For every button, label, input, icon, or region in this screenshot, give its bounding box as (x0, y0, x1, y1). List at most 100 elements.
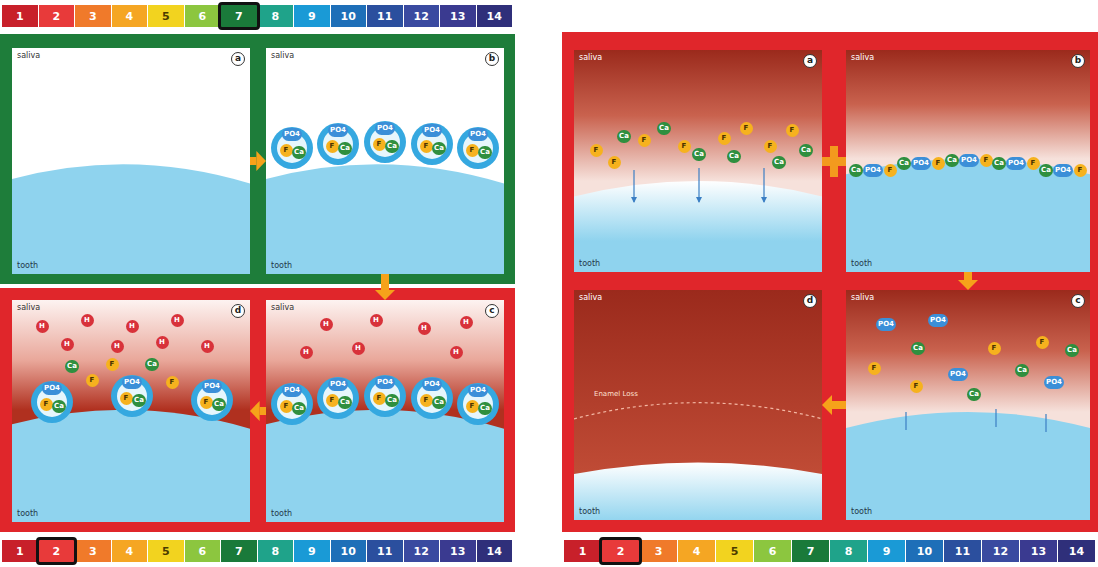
saliva-area (574, 50, 822, 272)
ph-cell: 10 (331, 540, 367, 562)
arrow-shaft (964, 272, 972, 280)
phosphate-ion: PO4 (911, 157, 931, 170)
flow-arrow (250, 401, 266, 421)
saliva-label: saliva (17, 51, 40, 61)
saliva-area (266, 48, 504, 274)
phosphate-ion: PO4 (42, 382, 62, 395)
fluoride-ion: F (884, 164, 897, 177)
ph-cell: 4 (678, 540, 715, 562)
apatite-ring (364, 121, 406, 163)
arrow-head (256, 151, 266, 171)
calcium-ion: Ca (799, 144, 813, 157)
saliva-area (574, 290, 822, 520)
arrow-shaft (260, 407, 266, 415)
apatite-ring (411, 123, 453, 165)
fluoride-ion: F (910, 380, 923, 393)
ph-highlight (218, 2, 260, 30)
calcium-ion: Ca (338, 142, 352, 155)
phosphate-ion: PO4 (282, 128, 302, 141)
saliva-area (12, 48, 250, 274)
hydrogen-ion: H (201, 340, 214, 353)
ph-cell: 8 (830, 540, 867, 562)
original-surface-line (574, 403, 822, 419)
tooth-label: tooth (271, 509, 292, 519)
ph-highlight (599, 537, 642, 565)
panel: csalivatoothHHHHHHHFCaPO4FCaPO4FCaPO4FCa… (266, 300, 504, 522)
ph-cell: 11 (944, 540, 981, 562)
ph-cell: 3 (75, 540, 111, 562)
hydrogen-ion: H (61, 338, 74, 351)
panel-letter: a (803, 54, 817, 68)
calcium-ion: Ca (657, 122, 671, 135)
tooth-label: tooth (271, 261, 292, 271)
ph-cell: 7 (792, 540, 829, 562)
calcium-ion: Ca (52, 400, 66, 413)
fluoride-ion: F (1027, 157, 1040, 170)
ph-cell: 9 (294, 5, 330, 27)
ph-cell: 2 (39, 5, 75, 27)
ph-cell: 8 (258, 5, 294, 27)
panel-illustration (12, 300, 250, 522)
calcium-ion: Ca (338, 396, 352, 409)
hydrogen-ion: H (156, 336, 169, 349)
ph-cell: 2 (602, 540, 639, 562)
phosphate-ion: PO4 (202, 380, 222, 393)
hydrogen-ion: H (450, 346, 463, 359)
arrow-shaft (832, 401, 846, 409)
calcium-ion: Ca (849, 164, 863, 177)
calcium-ion: Ca (897, 157, 911, 170)
calcium-ion: Ca (212, 398, 226, 411)
saliva-area (266, 300, 504, 522)
phosphate-ion: PO4 (282, 384, 302, 397)
fluoride-ion: F (740, 122, 753, 135)
calcium-ion: Ca (385, 140, 399, 153)
flow-arrow (958, 272, 978, 290)
fluoride-ion: F (120, 392, 133, 405)
fluoride-ion: F (106, 358, 119, 371)
phosphate-ion: PO4 (328, 378, 348, 391)
tooth-label: tooth (579, 259, 600, 269)
ph-cell: 12 (982, 540, 1019, 562)
fluoride-ion: F (326, 394, 339, 407)
fluoride-ion: F (718, 132, 731, 145)
flow-arrow (375, 274, 395, 300)
panel: dsalivaEnamel Losstooth (574, 290, 822, 520)
panel-letter: b (485, 52, 499, 66)
fluoride-ion: F (786, 124, 799, 137)
ph-cell: 10 (906, 540, 943, 562)
enamel-loss-label: Enamel Loss (594, 390, 638, 399)
hydrogen-ion: H (81, 314, 94, 327)
phosphate-ion: PO4 (1006, 157, 1026, 170)
fluoride-ion: F (166, 376, 179, 389)
calcium-ion: Ca (1039, 164, 1053, 177)
hydrogen-ion: H (460, 316, 473, 329)
calcium-ion: Ca (432, 142, 446, 155)
diffusion-arrowhead (631, 197, 637, 203)
apatite-ring (271, 383, 313, 425)
calcium-ion: Ca (478, 402, 492, 415)
plus-bar (830, 146, 838, 177)
fluoride-ion: F (280, 400, 293, 413)
ph-cell: 5 (148, 540, 184, 562)
tooth-label: tooth (17, 509, 38, 519)
fluoride-ion: F (638, 134, 651, 147)
tooth-surface (266, 164, 504, 274)
fluoride-ion: F (40, 398, 53, 411)
calcium-ion: Ca (727, 150, 741, 163)
fluoride-ion: F (373, 138, 386, 151)
phosphate-ion: PO4 (468, 384, 488, 397)
calcium-ion: Ca (1065, 344, 1079, 357)
panel-illustration (12, 48, 250, 274)
calcium-ion: Ca (692, 148, 706, 161)
ph-cell: 14 (1058, 540, 1095, 562)
diffusion-line (1045, 414, 1046, 432)
hydrogen-ion: H (126, 320, 139, 333)
calcium-ion: Ca (992, 157, 1006, 170)
panel: csalivatoothPO4PO4PO4PO4FFFFCaCaCaCa (846, 290, 1090, 520)
arrow-shaft (381, 274, 389, 290)
saliva-label: saliva (17, 303, 40, 313)
fluoride-ion: F (932, 157, 945, 170)
diffusion-line (763, 168, 764, 202)
tooth-surface (574, 181, 822, 272)
fluoride-ion: F (988, 342, 1001, 355)
